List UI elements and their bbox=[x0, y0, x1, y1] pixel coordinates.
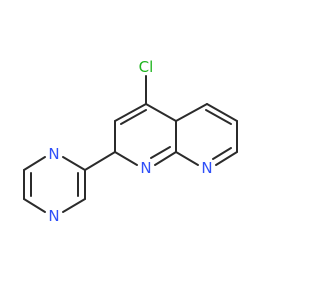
bond-lines bbox=[23, 75, 238, 213]
atom-label-n: N bbox=[201, 159, 212, 177]
bond bbox=[23, 156, 46, 171]
bond bbox=[114, 103, 147, 122]
bond bbox=[145, 103, 177, 122]
bond bbox=[212, 147, 232, 160]
bond bbox=[62, 156, 86, 171]
bond bbox=[206, 103, 238, 122]
bond bbox=[175, 103, 208, 122]
bond bbox=[154, 151, 177, 166]
bond bbox=[205, 109, 232, 125]
bond bbox=[23, 198, 46, 213]
atom-label-n: N bbox=[48, 145, 59, 163]
bond bbox=[175, 151, 199, 166]
chemical-structure-diagram: Cl N N N N bbox=[23, 58, 238, 225]
bond bbox=[84, 151, 116, 171]
atom-labels: Cl N N N N bbox=[48, 58, 212, 225]
bond bbox=[120, 109, 147, 125]
atom-label-cl: Cl bbox=[139, 58, 154, 76]
atom-label-n: N bbox=[140, 159, 151, 177]
bond bbox=[114, 151, 138, 166]
bond bbox=[150, 146, 171, 159]
bond bbox=[62, 198, 86, 213]
atom-label-n: N bbox=[48, 207, 59, 225]
bond bbox=[215, 151, 238, 166]
